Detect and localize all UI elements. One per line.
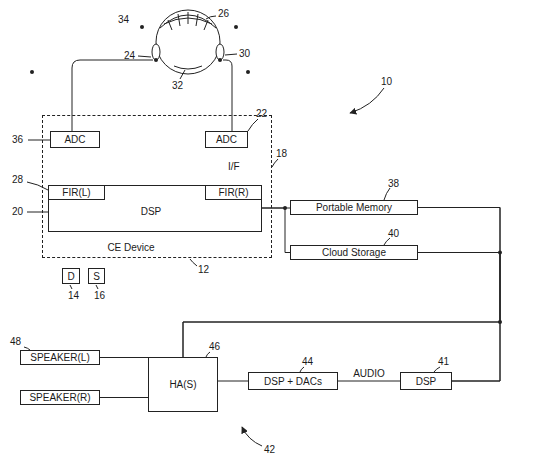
processor-box: DSP FIR(L) FIR(R)	[48, 185, 262, 232]
speaker-box: SPEAKER(L)	[20, 350, 100, 365]
connector	[338, 381, 400, 382]
connector	[183, 253, 500, 358]
right-ear	[216, 44, 224, 60]
speaker-box: SPEAKER(R)	[20, 390, 100, 405]
callout-number: 28	[12, 174, 23, 185]
box-label: Cloud Storage	[322, 247, 386, 258]
microphone	[154, 58, 158, 62]
leader	[28, 140, 50, 141]
processor-box: DSP	[400, 372, 452, 390]
leader	[138, 56, 151, 57]
left-ear	[152, 44, 160, 60]
connector	[418, 253, 500, 382]
callout-number: 41	[438, 356, 449, 367]
callout-number: 14	[68, 290, 79, 301]
callout-number: 30	[239, 48, 250, 59]
hair-strands	[164, 12, 212, 30]
connector	[100, 357, 148, 358]
connector	[418, 208, 500, 382]
filter-box: FIR(L)	[48, 185, 105, 200]
callout-number: 20	[12, 206, 23, 217]
callout-number: 42	[264, 444, 275, 455]
filter-box: FIR(R)	[205, 185, 262, 200]
leader	[27, 212, 48, 213]
callout-number: 12	[198, 264, 209, 275]
connector	[218, 381, 248, 382]
device-housing: CE Device ADC ADC DSP FIR(L) FIR(R)	[42, 115, 272, 258]
box-label: S	[93, 271, 100, 282]
leader	[70, 285, 72, 289]
box-label: HA(S)	[169, 379, 196, 390]
connector	[100, 397, 148, 398]
box-label: CE Device	[107, 242, 154, 253]
callout-number: 46	[209, 341, 220, 352]
hearing-aid-box: HA(S)	[148, 357, 218, 412]
leader	[248, 119, 258, 131]
box-label: ADC	[216, 134, 237, 145]
leader	[180, 70, 185, 79]
speaker-dot	[30, 70, 34, 74]
memory-box: Portable Memory	[290, 200, 418, 215]
callout-number: 32	[172, 80, 183, 91]
box-label: DSP	[416, 376, 437, 387]
leader	[96, 285, 98, 289]
callout-number: 40	[388, 228, 399, 239]
leader	[206, 16, 216, 19]
sensor-box: S	[88, 268, 105, 284]
display-box: D	[62, 268, 80, 284]
box-label: DSP + DACs	[264, 376, 322, 387]
callout-number: 36	[12, 134, 23, 145]
head	[156, 10, 220, 74]
box-label: FIR(R)	[219, 187, 249, 198]
callout-number: 10	[381, 76, 392, 87]
callout-number: 34	[118, 14, 129, 25]
box-label: FIR(L)	[62, 187, 90, 198]
callout-number: 22	[256, 108, 267, 119]
box-label: DSP	[141, 206, 162, 217]
leader	[384, 188, 390, 200]
leader	[225, 54, 237, 55]
callout-number: 38	[388, 178, 399, 189]
callout-number: 24	[124, 50, 135, 61]
box-label: D	[67, 271, 74, 282]
speaker-dot	[246, 70, 250, 74]
mic-wire-right	[223, 60, 232, 131]
callout-number: 48	[10, 336, 21, 347]
callout-number: 16	[94, 290, 105, 301]
box-label: ADC	[64, 134, 85, 145]
leader	[384, 238, 390, 245]
chin	[174, 66, 202, 69]
microphone	[218, 58, 222, 62]
reference-arrow	[242, 427, 262, 446]
callout-number: 18	[276, 148, 287, 159]
interface-label: I/F	[228, 161, 240, 172]
converter-box: ADC	[50, 131, 100, 148]
reference-arrow	[350, 88, 384, 113]
connector	[262, 208, 290, 253]
leader	[190, 259, 197, 266]
speaker-dot	[234, 25, 238, 29]
leader	[27, 182, 48, 190]
mic-wire-left	[72, 60, 153, 131]
leader	[272, 159, 278, 167]
converter-box: ADC	[205, 131, 248, 148]
box-label: SPEAKER(L)	[30, 352, 89, 363]
speaker-dot	[140, 25, 144, 29]
box-label: SPEAKER(R)	[29, 392, 90, 403]
processor-box: DSP + DACs	[248, 372, 338, 390]
callout-number: 26	[218, 8, 229, 19]
signal-label: AUDIO	[351, 368, 387, 379]
callout-number: 44	[302, 356, 313, 367]
box-label: Portable Memory	[316, 202, 392, 213]
storage-box: Cloud Storage	[290, 245, 418, 260]
